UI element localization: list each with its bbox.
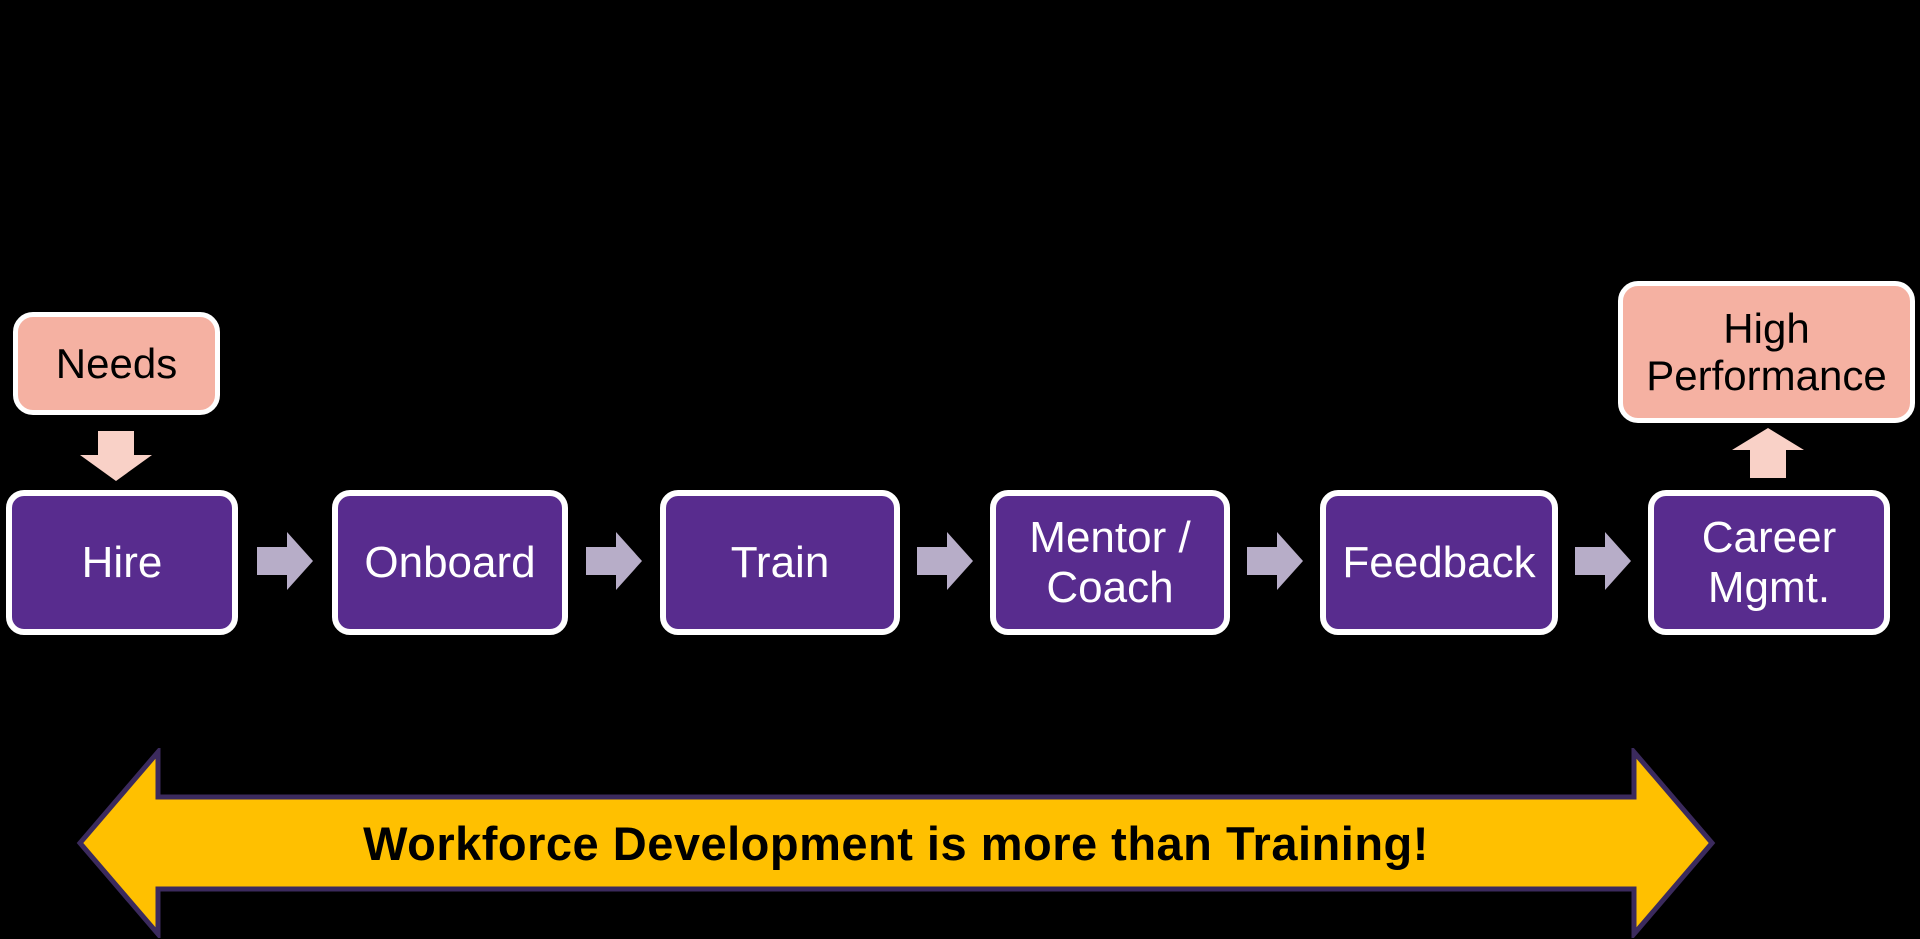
stage-career-mgmt: Career Mgmt. — [1648, 490, 1890, 635]
stage-feedback: Feedback — [1320, 490, 1558, 635]
stage-hire: Hire — [6, 490, 238, 635]
right-arrow-icon — [1247, 532, 1303, 590]
high-performance-box: High Performance — [1618, 281, 1915, 423]
stage-train-label: Train — [730, 537, 830, 587]
double-arrow-icon — [76, 748, 1716, 938]
stage-mentor-coach-label: Mentor / Coach — [1029, 513, 1191, 612]
banner-double-arrow: Workforce Development is more than Train… — [76, 748, 1716, 938]
stage-onboard-label: Onboard — [364, 537, 536, 587]
needs-box: Needs — [13, 312, 220, 415]
stage-career-mgmt-label: Career Mgmt. — [1701, 513, 1837, 612]
stage-onboard: Onboard — [332, 490, 568, 635]
down-arrow-icon — [80, 431, 152, 481]
high-performance-label: High Performance — [1646, 304, 1887, 399]
stage-feedback-label: Feedback — [1342, 537, 1536, 587]
banner-label: Workforce Development is more than Train… — [363, 816, 1429, 870]
right-arrow-icon — [586, 532, 642, 590]
stage-mentor-coach: Mentor / Coach — [990, 490, 1230, 635]
stage-hire-label: Hire — [81, 537, 163, 587]
right-arrow-icon — [917, 532, 973, 590]
up-arrow-icon — [1732, 428, 1804, 478]
stage-train: Train — [660, 490, 900, 635]
needs-label: Needs — [55, 339, 178, 387]
right-arrow-icon — [1575, 532, 1631, 590]
right-arrow-icon — [257, 532, 313, 590]
